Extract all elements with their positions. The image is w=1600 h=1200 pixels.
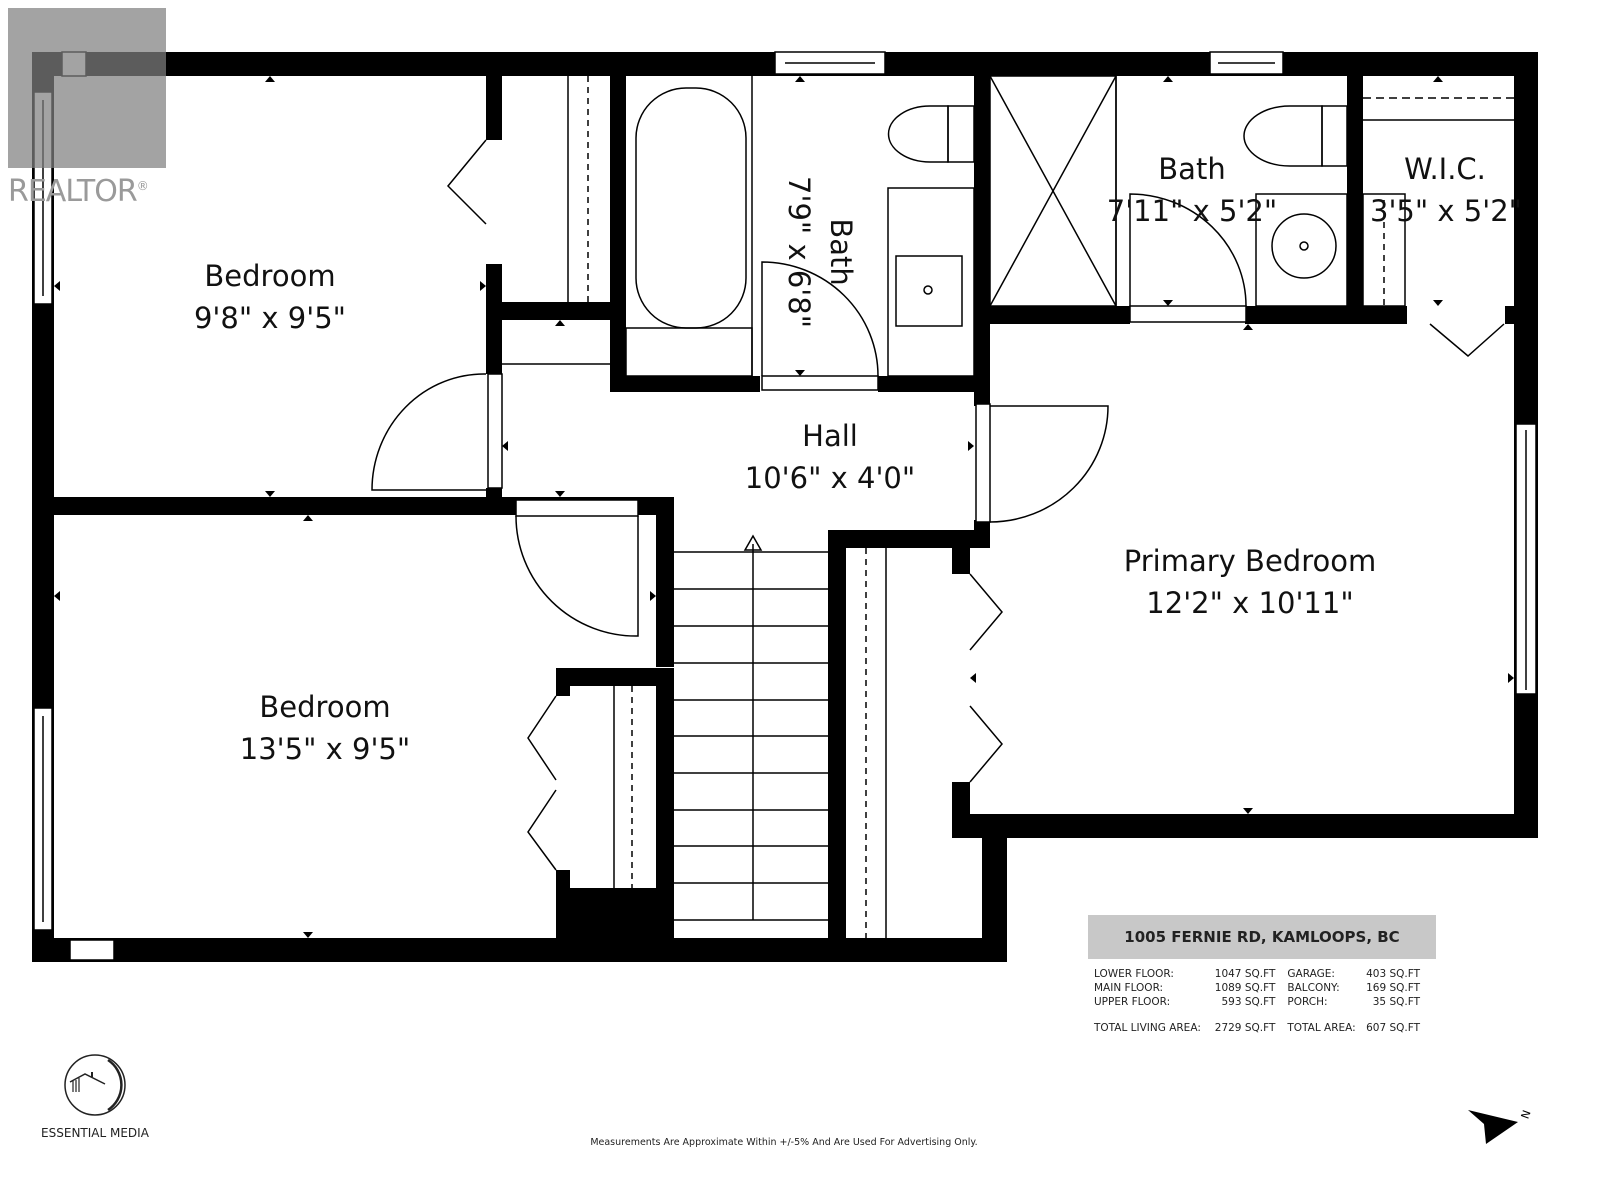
area-label: UPPER FLOOR: bbox=[1094, 996, 1171, 1008]
disclaimer-text: Measurements Are Approximate Within +/-5… bbox=[590, 1137, 978, 1148]
total-label: TOTAL LIVING AREA: bbox=[1094, 1022, 1201, 1034]
realtor-watermark: REALTOR® bbox=[8, 8, 168, 209]
room-name: W.I.C. bbox=[1404, 152, 1486, 186]
room-dimensions: 13'5" x 9'5" bbox=[239, 732, 411, 767]
room-dimensions: 7'9" x 6'8" bbox=[782, 176, 816, 329]
room-dimensions: 9'8" x 9'5" bbox=[193, 301, 347, 336]
area-label: GARAGE: bbox=[1287, 968, 1335, 980]
fixtures bbox=[371, 75, 1514, 940]
brand-name: ESSENTIAL MEDIA bbox=[41, 1126, 149, 1140]
area-value: 403 SQ.FT bbox=[1366, 968, 1420, 980]
total-value: 607 SQ.FT bbox=[1366, 1022, 1420, 1034]
dimension-markers bbox=[54, 76, 1514, 938]
compass-arrow-icon bbox=[1468, 1110, 1518, 1144]
area-label: MAIN FLOOR: bbox=[1094, 982, 1164, 994]
realtor-logo-text: REALTOR® bbox=[8, 174, 149, 209]
area-value: 35 SQ.FT bbox=[1372, 996, 1420, 1008]
area-value: 593 SQ.FT bbox=[1221, 996, 1276, 1008]
room-name: Bedroom bbox=[204, 259, 336, 293]
area-label: LOWER FLOOR: bbox=[1094, 968, 1174, 980]
property-address: 1005 FERNIE RD, KAMLOOPS, BC bbox=[1088, 915, 1436, 959]
area-label: PORCH: bbox=[1287, 996, 1328, 1008]
room-dimensions: 3'5" x 5'2" bbox=[1370, 194, 1523, 229]
house-roof-icon bbox=[64, 1054, 126, 1116]
room-dimensions: 10'6" x 4'0" bbox=[744, 461, 916, 496]
area-value: 1089 SQ.FT bbox=[1214, 982, 1276, 994]
room-label-hall: Hall 10'6" x 4'0" bbox=[730, 415, 930, 499]
essential-media-logo: ESSENTIAL MEDIA bbox=[30, 1052, 160, 1140]
room-name: Primary Bedroom bbox=[1123, 544, 1377, 578]
area-value: 169 SQ.FT bbox=[1366, 982, 1420, 994]
area-label: BALCONY: bbox=[1287, 982, 1340, 994]
room-name: Bedroom bbox=[259, 690, 391, 724]
area-row: LOWER FLOOR: 1047 SQ.FT GARAGE: 403 SQ.F… bbox=[1094, 967, 1432, 981]
realtor-logo-icon bbox=[8, 8, 166, 168]
room-dimensions: 7'11" x 5'2" bbox=[1106, 194, 1278, 229]
room-label-bath-ensuite: Bath 7'11" x 5'2" bbox=[1092, 148, 1292, 232]
total-label: TOTAL AREA: bbox=[1287, 1022, 1356, 1034]
area-total-row: TOTAL LIVING AREA: 2729 SQ.FT TOTAL AREA… bbox=[1094, 1009, 1432, 1035]
area-table: LOWER FLOOR: 1047 SQ.FT GARAGE: 403 SQ.F… bbox=[1094, 967, 1432, 1035]
room-name: Bath bbox=[1158, 152, 1226, 186]
total-value: 2729 SQ.FT bbox=[1214, 1022, 1276, 1034]
area-row: UPPER FLOOR: 593 SQ.FT PORCH: 35 SQ.FT bbox=[1094, 995, 1432, 1009]
room-dimensions: 12'2" x 10'11" bbox=[1146, 586, 1354, 621]
room-name: Hall bbox=[802, 419, 858, 453]
room-label-wic: W.I.C. 3'5" x 5'2" bbox=[1370, 148, 1523, 232]
property-info-panel: 1005 FERNIE RD, KAMLOOPS, BC LOWER FLOOR… bbox=[1088, 915, 1436, 1035]
room-label-bath-main: Bath 7'9" x 6'8" bbox=[778, 142, 862, 362]
area-value: 1047 SQ.FT bbox=[1214, 968, 1276, 980]
room-name: Bath bbox=[824, 218, 859, 286]
room-label-bedroom-3: Bedroom 13'5" x 9'5" bbox=[210, 686, 440, 770]
room-label-primary-bedroom: Primary Bedroom 12'2" x 10'11" bbox=[1100, 540, 1400, 624]
north-arrow: N bbox=[1466, 1106, 1536, 1146]
room-label-bedroom-2: Bedroom 9'8" x 9'5" bbox=[170, 255, 370, 339]
area-row: MAIN FLOOR: 1089 SQ.FT BALCONY: 169 SQ.F… bbox=[1094, 981, 1432, 995]
